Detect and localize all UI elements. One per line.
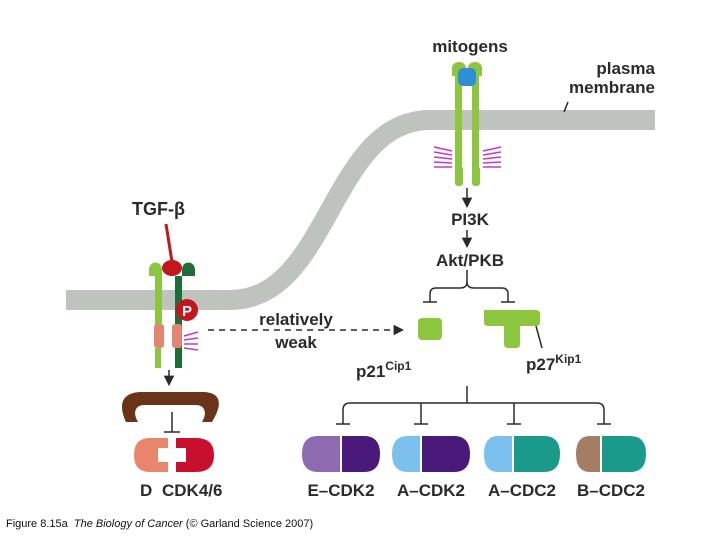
plasma-membrane — [66, 110, 655, 310]
tgf-induced-inhibitor — [121, 392, 219, 422]
p21-protein — [418, 318, 442, 340]
b-cdc2-label: B–CDC2 — [577, 481, 645, 500]
figure-caption: Figure 8.15a The Biology of Cancer (© Ga… — [6, 518, 313, 530]
cyclin-d-cdk46-complex — [134, 438, 214, 472]
caption-figure-number: Figure 8.15a — [6, 518, 68, 530]
tgf-ligand — [162, 260, 182, 276]
mitogen-receptor — [433, 62, 502, 186]
membrane-pointer — [563, 101, 569, 113]
p27-label: p27Kip1 — [526, 352, 582, 374]
a-cdc2-label: A–CDC2 — [488, 481, 556, 500]
caption-credit: (© Garland Science 2007) — [185, 518, 314, 530]
cdk46-label: CDK4/6 — [162, 481, 222, 500]
p21-label: p21Cip1 — [356, 359, 412, 381]
cyclin-d-label: D — [140, 481, 152, 500]
mitogens-label: mitogens — [432, 37, 508, 56]
membrane-label: membrane — [569, 78, 655, 97]
relatively-label: relatively — [259, 310, 333, 329]
p27-superscript: Kip1 — [555, 352, 581, 366]
tgf-kinase-left — [154, 324, 164, 348]
weak-label: weak — [274, 333, 317, 352]
cdk-inhibition-bracket — [336, 386, 611, 425]
phosphorylation-ticks-left — [433, 146, 453, 168]
tgf-beta-label: TGF-β — [132, 199, 185, 219]
phosphate-label: P — [182, 303, 192, 320]
akt-pkb-label: Akt/PKB — [436, 251, 504, 270]
p21-superscript: Cip1 — [385, 359, 411, 373]
mitogen-ligand — [458, 68, 476, 86]
a-cdk2-complex — [392, 436, 470, 472]
tgf-beta-receptor: P — [149, 223, 199, 368]
pi3k-label: PI3K — [451, 210, 490, 229]
plasma-label: plasma — [596, 59, 655, 78]
a-cdk2-label: A–CDK2 — [397, 481, 465, 500]
a-cdc2-complex — [484, 436, 560, 472]
p27-protein — [484, 310, 540, 348]
caption-book-title: The Biology of Cancer — [73, 518, 183, 530]
akt-inhibition-lines — [423, 270, 515, 303]
b-cdc2-complex — [576, 436, 646, 472]
tgf-kinase-right — [172, 324, 182, 348]
tgf-phosphorylation-ticks — [183, 331, 199, 351]
phosphorylation-ticks-right — [482, 146, 502, 168]
e-cdk2-label: E–CDK2 — [307, 481, 374, 500]
e-cdk2-complex — [302, 436, 380, 472]
phosphate-badge — [176, 299, 198, 321]
tgf-ligand-stem — [164, 223, 174, 263]
inhibitor-t-bar — [164, 412, 180, 433]
